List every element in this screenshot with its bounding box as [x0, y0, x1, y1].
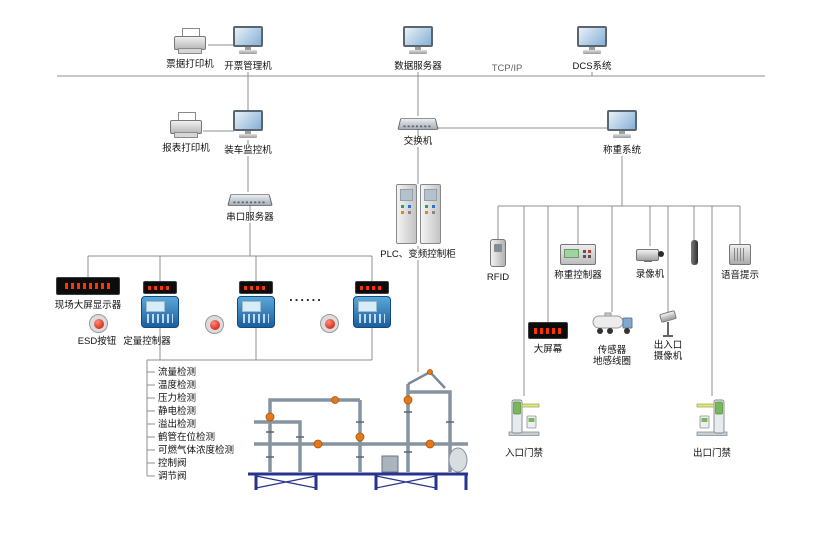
- led-display-icon: [56, 277, 120, 295]
- node-serial-server: 串口服务器: [214, 192, 286, 225]
- node-sensor-coil: 传感器地感线圈: [584, 312, 640, 369]
- node-entrance-gate: 入口门禁: [500, 396, 548, 461]
- node-label: 数据服务器: [393, 61, 443, 72]
- detection-list: 流量检测 温度检测 压力检测 静电检测 溢出检测 鹤管在位检测 可燃气体浓度检测…: [158, 366, 308, 483]
- led-display-icon: [143, 281, 177, 294]
- node-label: 语音提示: [719, 270, 760, 281]
- printer-icon: [173, 28, 207, 54]
- node-gate-camera: 出入口摄像机: [646, 309, 690, 364]
- node-batch-controller-3: [352, 281, 392, 328]
- tcpip-label: TCP/IP: [491, 63, 523, 74]
- node-data-server: 数据服务器: [386, 26, 450, 74]
- node-switch: 交换机: [394, 116, 442, 149]
- gate-icon: [696, 399, 728, 436]
- rfid-reader-icon: [490, 239, 506, 267]
- led-display-icon: [528, 322, 568, 339]
- speaker-icon: [729, 244, 751, 265]
- node-label: 称重系统: [601, 145, 642, 156]
- plc-cabinet-icon: [366, 184, 470, 244]
- esd-button-icon: [205, 315, 224, 334]
- detection-item: 压力检测: [158, 393, 197, 404]
- esd-button-icon: [320, 314, 339, 333]
- node-label: 出入口摄像机: [652, 340, 684, 362]
- detection-item: 静电检测: [158, 406, 197, 417]
- batch-controller-icon: [141, 296, 179, 328]
- node-label: 录像机: [634, 269, 666, 280]
- node-weighing-system: 称重系统: [590, 110, 654, 158]
- pole-device-icon: [690, 240, 698, 265]
- computer-icon: [232, 26, 264, 56]
- node-label: 开票管理机: [223, 61, 273, 72]
- detection-item: 调节阀: [158, 471, 187, 482]
- node-ticket-printer: 票据打印机: [158, 28, 222, 72]
- node-label: 票据打印机: [165, 59, 215, 70]
- node-label: 串口服务器: [225, 212, 275, 223]
- batch-controller-icon: [237, 296, 275, 328]
- label-line: 摄像机: [653, 351, 683, 362]
- computer-icon: [576, 26, 608, 56]
- loading-skid-illustration: [248, 369, 468, 490]
- batch-controller-label: 定量控制器: [123, 336, 171, 347]
- tank-truck-icon: [592, 312, 633, 334]
- node-batch-controller-2: [236, 281, 276, 328]
- node-label: 大屏幕: [532, 344, 564, 355]
- node-label: 报表打印机: [161, 143, 211, 154]
- detection-item: 流量检测: [158, 367, 197, 378]
- gate-icon: [508, 399, 540, 436]
- node-label: 现场大屏显示器: [53, 300, 123, 311]
- node-label: 出口门禁: [691, 448, 732, 459]
- node-label: 入口门禁: [503, 448, 544, 459]
- esd-button-label: ESD按钮: [77, 336, 117, 347]
- node-video-recorder: 录像机: [622, 246, 678, 282]
- node-report-printer: 报表打印机: [154, 112, 218, 156]
- node-big-screen: 大屏幕: [520, 322, 576, 357]
- node-billing-manager: 开票管理机: [216, 26, 280, 74]
- weighing-controller-icon: [560, 244, 596, 265]
- node-label: 传感器地感线圈: [591, 345, 632, 367]
- node-pole-device: [687, 240, 701, 265]
- node-label: 装车监控机: [223, 145, 273, 156]
- node-weighing-controller: 称重控制器: [546, 244, 610, 283]
- printer-icon: [169, 112, 203, 138]
- node-rfid: RFID: [470, 239, 526, 285]
- ellipsis-more-controllers: ......: [289, 289, 323, 304]
- node-exit-gate: 出口门禁: [688, 396, 736, 461]
- detection-item: 可燃气体浓度检测: [158, 445, 235, 456]
- node-batch-controller-1: [140, 281, 180, 328]
- computer-icon: [402, 26, 434, 56]
- node-label: RFID: [485, 272, 511, 283]
- led-display-icon: [355, 281, 389, 294]
- pole-camera-icon: [658, 309, 678, 338]
- batch-controller-icon: [353, 296, 391, 328]
- detection-item: 鹤管在位检测: [158, 432, 216, 443]
- node-field-display: 现场大屏显示器: [44, 277, 132, 313]
- serial-server-icon: [227, 194, 273, 206]
- detection-item: 控制阀: [158, 458, 187, 469]
- detection-item: 溢出检测: [158, 419, 197, 430]
- node-label: 称重控制器: [553, 270, 603, 281]
- computer-icon: [606, 110, 638, 140]
- node-label: DCS系统: [571, 61, 613, 72]
- node-loading-monitor: 装车监控机: [216, 110, 280, 158]
- detection-item: 温度检测: [158, 380, 197, 391]
- esd-button-icon: [89, 314, 108, 333]
- label-line: 地感线圈: [592, 356, 631, 367]
- node-plc-cabinet: PLC、变频控制柜: [366, 184, 470, 262]
- label-line: 出入口: [653, 340, 683, 351]
- label-line: 传感器: [597, 345, 627, 356]
- node-dcs-system: DCS系统: [560, 26, 624, 74]
- node-label: PLC、变频控制柜: [379, 249, 457, 260]
- switch-icon: [397, 118, 439, 130]
- node-voice-prompt: 语音提示: [712, 244, 768, 283]
- camera-icon: [635, 246, 665, 264]
- computer-icon: [232, 110, 264, 140]
- led-display-icon: [239, 281, 273, 294]
- node-label: 交换机: [402, 136, 434, 147]
